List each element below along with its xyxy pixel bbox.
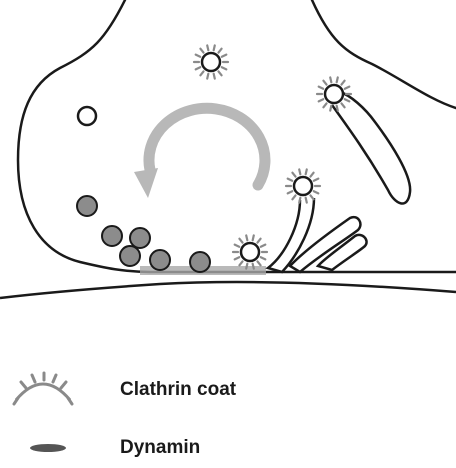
clathrin-spike xyxy=(299,198,300,203)
clathrin-spike xyxy=(222,67,227,69)
clathrin-spike xyxy=(323,103,326,107)
clathrin-spike xyxy=(306,198,307,203)
clathrin-spike xyxy=(235,257,240,259)
legend-item-dynamin: Dynamin xyxy=(0,428,456,468)
docked-vesicle xyxy=(190,252,210,272)
clathrin-spike xyxy=(218,49,221,53)
docked-vesicle xyxy=(77,196,97,216)
clathrin-spike xyxy=(207,74,208,79)
clathrin-spike xyxy=(292,195,295,199)
legend-label-dynamin: Dynamin xyxy=(120,437,200,459)
clathrin-spike xyxy=(246,235,247,240)
vesicle-cluster xyxy=(77,196,210,272)
membrane-tubule xyxy=(332,92,410,204)
clathrin-spike xyxy=(207,45,208,50)
clathrin-spike xyxy=(200,71,203,75)
clathrin-spike xyxy=(246,264,247,269)
clathrin-coated-vesicle xyxy=(233,235,267,268)
legend-label-clathrin-coat: Clathrin coat xyxy=(120,379,236,401)
clathrin-coat-icon xyxy=(8,370,78,410)
clathrin-spike xyxy=(288,191,293,193)
clathrin-spike xyxy=(239,239,242,243)
clathrin-spike xyxy=(218,71,221,75)
clathrin-spike xyxy=(261,245,266,247)
clathrin-spike xyxy=(345,99,350,101)
clathrin-spike xyxy=(314,179,319,181)
clathrin-spike xyxy=(310,195,313,199)
clathrin-spike xyxy=(319,99,324,101)
clathrin-spike xyxy=(214,74,215,79)
docked-vesicle xyxy=(120,246,140,266)
clathrin-spike xyxy=(345,87,350,89)
docked-vesicle xyxy=(102,226,122,246)
clathrin-spike xyxy=(257,239,260,243)
clathrin-spike xyxy=(337,77,338,82)
clathrin-spike xyxy=(314,191,319,193)
clathrin-spike xyxy=(341,103,344,107)
postsynaptic-membrane xyxy=(0,282,456,298)
docked-vesicle xyxy=(150,250,170,270)
clathrin-spike xyxy=(239,261,242,265)
clathrin-spike xyxy=(235,245,240,247)
dynamin-icon xyxy=(8,428,78,468)
clathrin-spike xyxy=(330,106,331,111)
clathrin-coated-vesicle xyxy=(317,77,351,110)
clathrin-spike xyxy=(319,87,324,89)
clathrin-spike xyxy=(323,81,326,85)
synaptic-vesicle xyxy=(78,107,96,125)
clathrin-spike xyxy=(306,169,307,174)
clathrin-spike xyxy=(196,55,201,57)
clathrin-spike xyxy=(310,173,313,177)
clathrin-spike xyxy=(257,261,260,265)
presynaptic-membrane xyxy=(18,0,456,272)
clathrin-spike xyxy=(196,67,201,69)
clathrin-spike xyxy=(330,77,331,82)
clathrin-spike xyxy=(341,81,344,85)
clathrin-coated-vesicle xyxy=(286,169,320,202)
clathrin-coated-vesicle xyxy=(194,45,228,78)
clathrin-spike xyxy=(337,106,338,111)
clathrin-spike xyxy=(299,169,300,174)
clathrin-spike xyxy=(253,264,254,269)
clathrin-spike xyxy=(214,45,215,50)
clathrin-spike xyxy=(292,173,295,177)
legend-item-clathrin-coat: Clathrin coat xyxy=(0,370,456,410)
clathrin-spike xyxy=(261,257,266,259)
clathrin-spike xyxy=(222,55,227,57)
clathrin-spike xyxy=(200,49,203,53)
membrane-tubule xyxy=(268,198,314,272)
docked-vesicle xyxy=(130,228,150,248)
clathrin-spike xyxy=(253,235,254,240)
recycling-arrow xyxy=(134,108,265,198)
clathrin-spike xyxy=(288,179,293,181)
